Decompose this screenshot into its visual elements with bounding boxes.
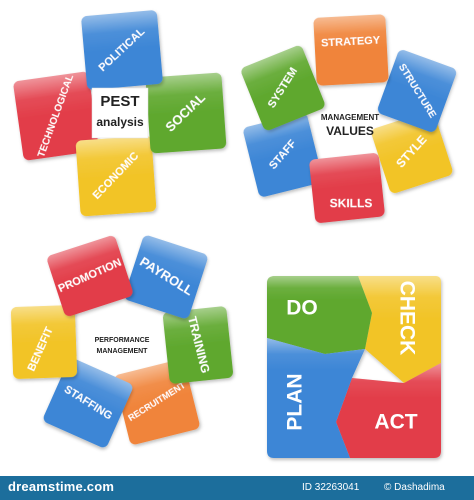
tile-strategy-label: STRATEGY — [321, 34, 381, 49]
footer-image-id: ID 32263041 — [302, 482, 360, 493]
tile-plan: PLAN — [267, 338, 365, 458]
tile-training: TRAINING — [163, 306, 233, 384]
tile-economic: ECONOMIC — [75, 135, 157, 217]
tile-check: CHECK — [358, 276, 441, 383]
tile-social: SOCIAL — [145, 72, 227, 154]
pdca-diagram: CHECK ACT DO PLAN — [267, 276, 441, 458]
tile-act: ACT — [336, 363, 441, 458]
tile-skills-label: SKILLS — [330, 196, 373, 210]
performance-management-diagram: RECRUITMENT STAFFING BENEFIT TRAINING PA… — [10, 235, 233, 448]
performance-center-subtitle: MANAGEMENT — [97, 348, 149, 355]
tile-technological: TECHNOLOGICAL — [13, 71, 99, 161]
tile-promotion: PROMOTION — [47, 236, 133, 316]
values-center-title: MANAGEMENT — [321, 113, 379, 122]
tile-check-label: CHECK — [395, 281, 418, 356]
pest-center-box: PEST analysis — [91, 87, 149, 139]
tile-do: DO — [267, 276, 372, 354]
management-values-diagram: STAFF SKILLS STYLE STRUCTURE SYSTEM STRA… — [241, 14, 457, 223]
tile-do-label: DO — [286, 297, 318, 320]
values-center-subtitle: VALUES — [326, 124, 374, 138]
tile-system: SYSTEM — [241, 45, 325, 131]
tile-staff: STAFF — [243, 113, 323, 197]
performance-center-title: PERFORMANCE — [95, 337, 150, 344]
footer-author-group: © Dashadima — [384, 482, 445, 493]
tile-political: POLITICAL — [81, 10, 163, 90]
tile-act-label: ACT — [374, 411, 417, 434]
tile-benefit: BENEFIT — [10, 305, 78, 379]
performance-center: PERFORMANCE MANAGEMENT — [95, 337, 150, 355]
stock-footer-bar: dreamstime.com ID 32263041 © Dashadima — [0, 476, 474, 500]
values-center: MANAGEMENT VALUES — [321, 113, 379, 138]
tile-skills: SKILLS — [309, 153, 385, 223]
tile-plan-label: PLAN — [284, 373, 307, 430]
tile-strategy: STRATEGY — [313, 14, 389, 86]
pest-center-title: PEST — [100, 93, 139, 110]
pest-center-subtitle: analysis — [96, 115, 144, 129]
footer-brand: dreamstime.com — [8, 479, 115, 494]
footer-author: Dashadima — [394, 482, 445, 493]
pest-analysis-diagram: TECHNOLOGICAL ECONOMIC SOCIAL POLITICAL … — [13, 10, 227, 217]
copyright-icon: © — [384, 482, 392, 493]
tile-payroll: PAYROLL — [124, 235, 208, 319]
tile-structure: STRUCTURE — [377, 50, 457, 132]
